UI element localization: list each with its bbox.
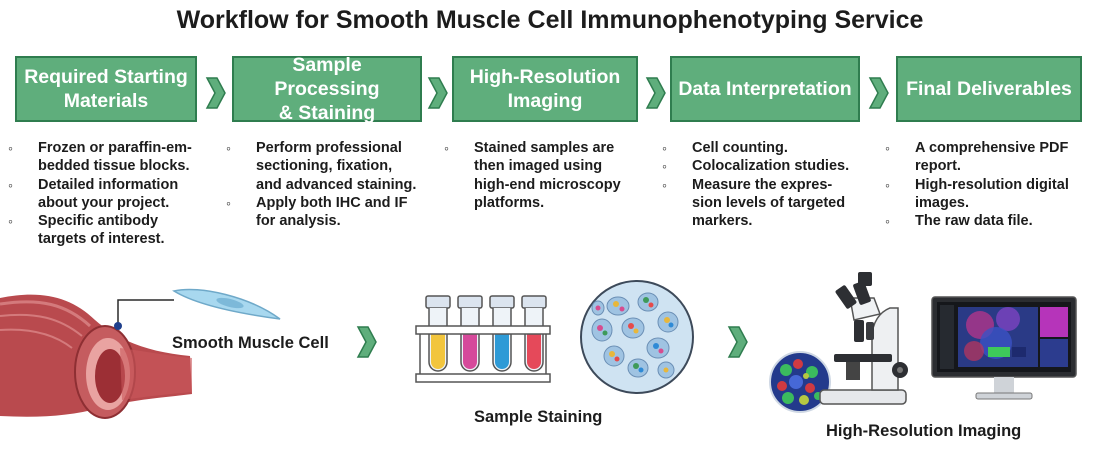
bullet-item: Frozen or paraffin-em-bedded tissue bloc… bbox=[8, 139, 213, 176]
bullet-line: Measure the expres- bbox=[692, 176, 833, 193]
smooth-muscle-cell-illustration bbox=[172, 288, 281, 320]
bullet-line: targets of interest. bbox=[38, 231, 165, 248]
test-tube-rack-illustration bbox=[415, 295, 551, 383]
bullet-line: A comprehensive PDF bbox=[915, 140, 1069, 156]
chevron-right-icon bbox=[727, 326, 748, 358]
bullet-line: Colocalization studies. bbox=[692, 158, 850, 175]
bullet-line: markers. bbox=[692, 213, 753, 230]
bullet-list-data-interpretation: Cell counting. Colocalization studies. M… bbox=[662, 139, 877, 230]
bullet-line: Frozen or paraffin-em- bbox=[38, 140, 192, 156]
bullet-line: bedded tissue blocks. bbox=[38, 158, 190, 175]
step-box-data-interpretation: Data Interpretation bbox=[670, 56, 860, 122]
step-box-final-deliverables: Final Deliverables bbox=[896, 56, 1082, 122]
bullet-line: high-end microscopy bbox=[474, 176, 621, 193]
step-label-line: Required Starting bbox=[24, 66, 188, 88]
bullet-line: about your project. bbox=[38, 194, 170, 211]
test-tubes bbox=[425, 295, 547, 372]
caption-smooth-muscle-cell: Smooth Muscle Cell bbox=[172, 334, 329, 352]
bullet-line: Cell counting. bbox=[692, 140, 788, 156]
bullet-item: The raw data file. bbox=[885, 212, 1095, 231]
chevron-right-icon bbox=[356, 326, 377, 358]
cell-pointer-line bbox=[114, 299, 174, 330]
step-label-line: Sample Processing bbox=[274, 54, 380, 100]
chevron-right-icon bbox=[427, 77, 448, 109]
bullet-line: for analysis. bbox=[256, 213, 341, 230]
step-label-line: Final Deliverables bbox=[906, 78, 1072, 100]
bullet-item: A comprehensive PDF report. bbox=[885, 139, 1095, 176]
bullet-line: High-resolution digital bbox=[915, 176, 1069, 193]
step-label-line: Imaging bbox=[507, 90, 583, 112]
stained-tissue-dish-illustration bbox=[580, 280, 694, 394]
bullet-item: Stained samples are then imaged usinghigh… bbox=[444, 139, 654, 212]
bullet-list-final-deliverables: A comprehensive PDF report. High-resoluti… bbox=[885, 139, 1095, 231]
step-label-line: Data Interpretation bbox=[678, 78, 852, 100]
bullet-line: sion levels of targeted bbox=[692, 194, 846, 211]
bullet-list-imaging: Stained samples are then imaged usinghigh… bbox=[444, 139, 654, 212]
chevron-right-icon bbox=[205, 77, 226, 109]
step-label-line: High-Resolution bbox=[469, 66, 621, 88]
bullet-list-processing-staining: Perform professional sectioning, fixation… bbox=[226, 139, 436, 230]
bullet-list-starting-materials: Frozen or paraffin-em-bedded tissue bloc… bbox=[8, 139, 213, 249]
bullet-line: Specific antibody bbox=[38, 213, 159, 230]
diagram-title: Workflow for Smooth Muscle Cell Immunoph… bbox=[176, 6, 924, 34]
step-label-line: & Staining bbox=[278, 102, 376, 124]
bullet-line: platforms. bbox=[474, 194, 545, 211]
bullet-line: report. bbox=[915, 158, 961, 175]
bullet-line: Stained samples are bbox=[474, 140, 615, 156]
chevron-right-icon bbox=[645, 77, 666, 109]
step-box-processing-staining: Sample Processing& Staining bbox=[232, 54, 422, 124]
bullet-line: The raw data file. bbox=[915, 213, 1033, 230]
bullet-line: sectioning, fixation, bbox=[256, 158, 393, 175]
caption-high-resolution-imaging: High-Resolution Imaging bbox=[826, 422, 1022, 440]
monitor-illustration bbox=[931, 296, 1077, 400]
caption-sample-staining: Sample Staining bbox=[474, 408, 603, 426]
bullet-item: Colocalization studies. bbox=[662, 157, 877, 176]
step-label-line: Materials bbox=[63, 90, 149, 112]
chevron-right-icon bbox=[868, 77, 889, 109]
bullet-line: Perform professional bbox=[256, 140, 402, 156]
bullet-line: images. bbox=[915, 194, 969, 211]
fluorescence-image-illustration bbox=[769, 351, 831, 413]
bullet-item: Measure the expres-sion levels of target… bbox=[662, 176, 877, 231]
bullet-item: Apply both IHC and IF for analysis. bbox=[226, 194, 436, 231]
blood-vessel-illustration bbox=[0, 294, 192, 419]
microscope-illustration bbox=[819, 272, 908, 405]
bullet-item: Cell counting. bbox=[662, 139, 877, 158]
bullet-line: then imaged using bbox=[474, 158, 603, 175]
bullet-item: Perform professional sectioning, fixation… bbox=[226, 139, 436, 194]
bullet-line: Apply both IHC and IF bbox=[256, 194, 408, 211]
bullet-line: and advanced staining. bbox=[256, 176, 417, 193]
bullet-line: Detailed information bbox=[38, 176, 179, 193]
